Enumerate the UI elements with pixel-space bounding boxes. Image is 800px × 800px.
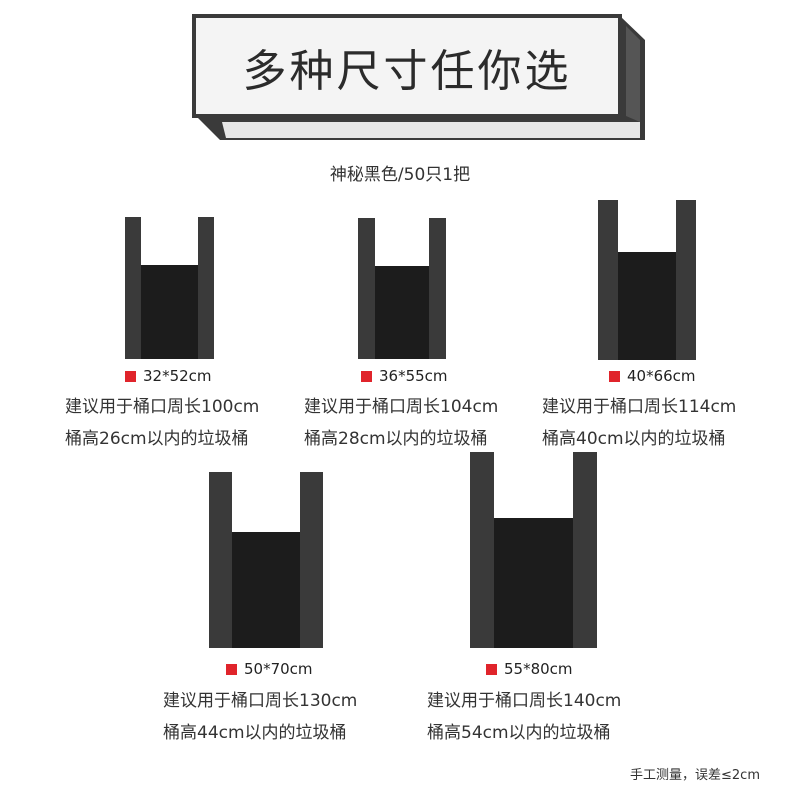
red-square-icon: [125, 370, 136, 382]
description-line: 建议用于桶口周长140cm: [427, 691, 622, 711]
description-line: 桶高44cm以内的垃圾桶: [163, 723, 347, 743]
red-square-icon: [486, 663, 497, 675]
bag-description-1: 建议用于桶口周长100cm 桶高26cm以内的垃圾桶: [65, 391, 259, 455]
size-value: 55*80cm: [504, 660, 573, 678]
bag-image-3: [598, 200, 696, 360]
bag-description-5: 建议用于桶口周长140cm 桶高54cm以内的垃圾桶: [427, 685, 621, 749]
red-square-icon: [609, 370, 620, 382]
bag-image-1: [125, 217, 214, 359]
measurement-footnote: 手工测量，误差≤2cm: [630, 768, 760, 783]
description-line: 建议用于桶口周长130cm: [163, 691, 358, 711]
bag-description-3: 建议用于桶口周长114cm 桶高40cm以内的垃圾桶: [542, 391, 736, 455]
description-line: 建议用于桶口周长100cm: [65, 397, 260, 417]
size-label-2: 36*55cm: [361, 367, 448, 385]
size-label-1: 32*52cm: [125, 367, 212, 385]
size-value: 40*66cm: [627, 367, 696, 385]
bag-description-4: 建议用于桶口周长130cm 桶高44cm以内的垃圾桶: [163, 685, 357, 749]
product-subtitle: 神秘黑色/50只1把: [329, 165, 471, 185]
description-line: 桶高54cm以内的垃圾桶: [427, 723, 611, 743]
title-banner: 多种尺寸任你选: [0, 0, 800, 150]
bag-description-2: 建议用于桶口周长104cm 桶高28cm以内的垃圾桶: [304, 391, 498, 455]
size-label-5: 55*80cm: [486, 660, 573, 678]
description-line: 桶高40cm以内的垃圾桶: [542, 429, 726, 449]
size-label-3: 40*66cm: [609, 367, 696, 385]
size-label-4: 50*70cm: [226, 660, 313, 678]
description-line: 建议用于桶口周长114cm: [542, 397, 737, 417]
description-line: 桶高26cm以内的垃圾桶: [65, 429, 249, 449]
red-square-icon: [226, 663, 237, 675]
description-line: 桶高28cm以内的垃圾桶: [304, 429, 488, 449]
bag-image-2: [358, 218, 446, 359]
red-square-icon: [361, 370, 372, 382]
size-value: 50*70cm: [244, 660, 313, 678]
size-value: 36*55cm: [379, 367, 448, 385]
bag-image-5: [470, 452, 597, 648]
size-value: 32*52cm: [143, 367, 212, 385]
banner-frame-graphic: [192, 14, 645, 140]
description-line: 建议用于桶口周长104cm: [304, 397, 499, 417]
banner-title: 多种尺寸任你选: [242, 46, 572, 97]
bag-image-4: [209, 472, 323, 648]
